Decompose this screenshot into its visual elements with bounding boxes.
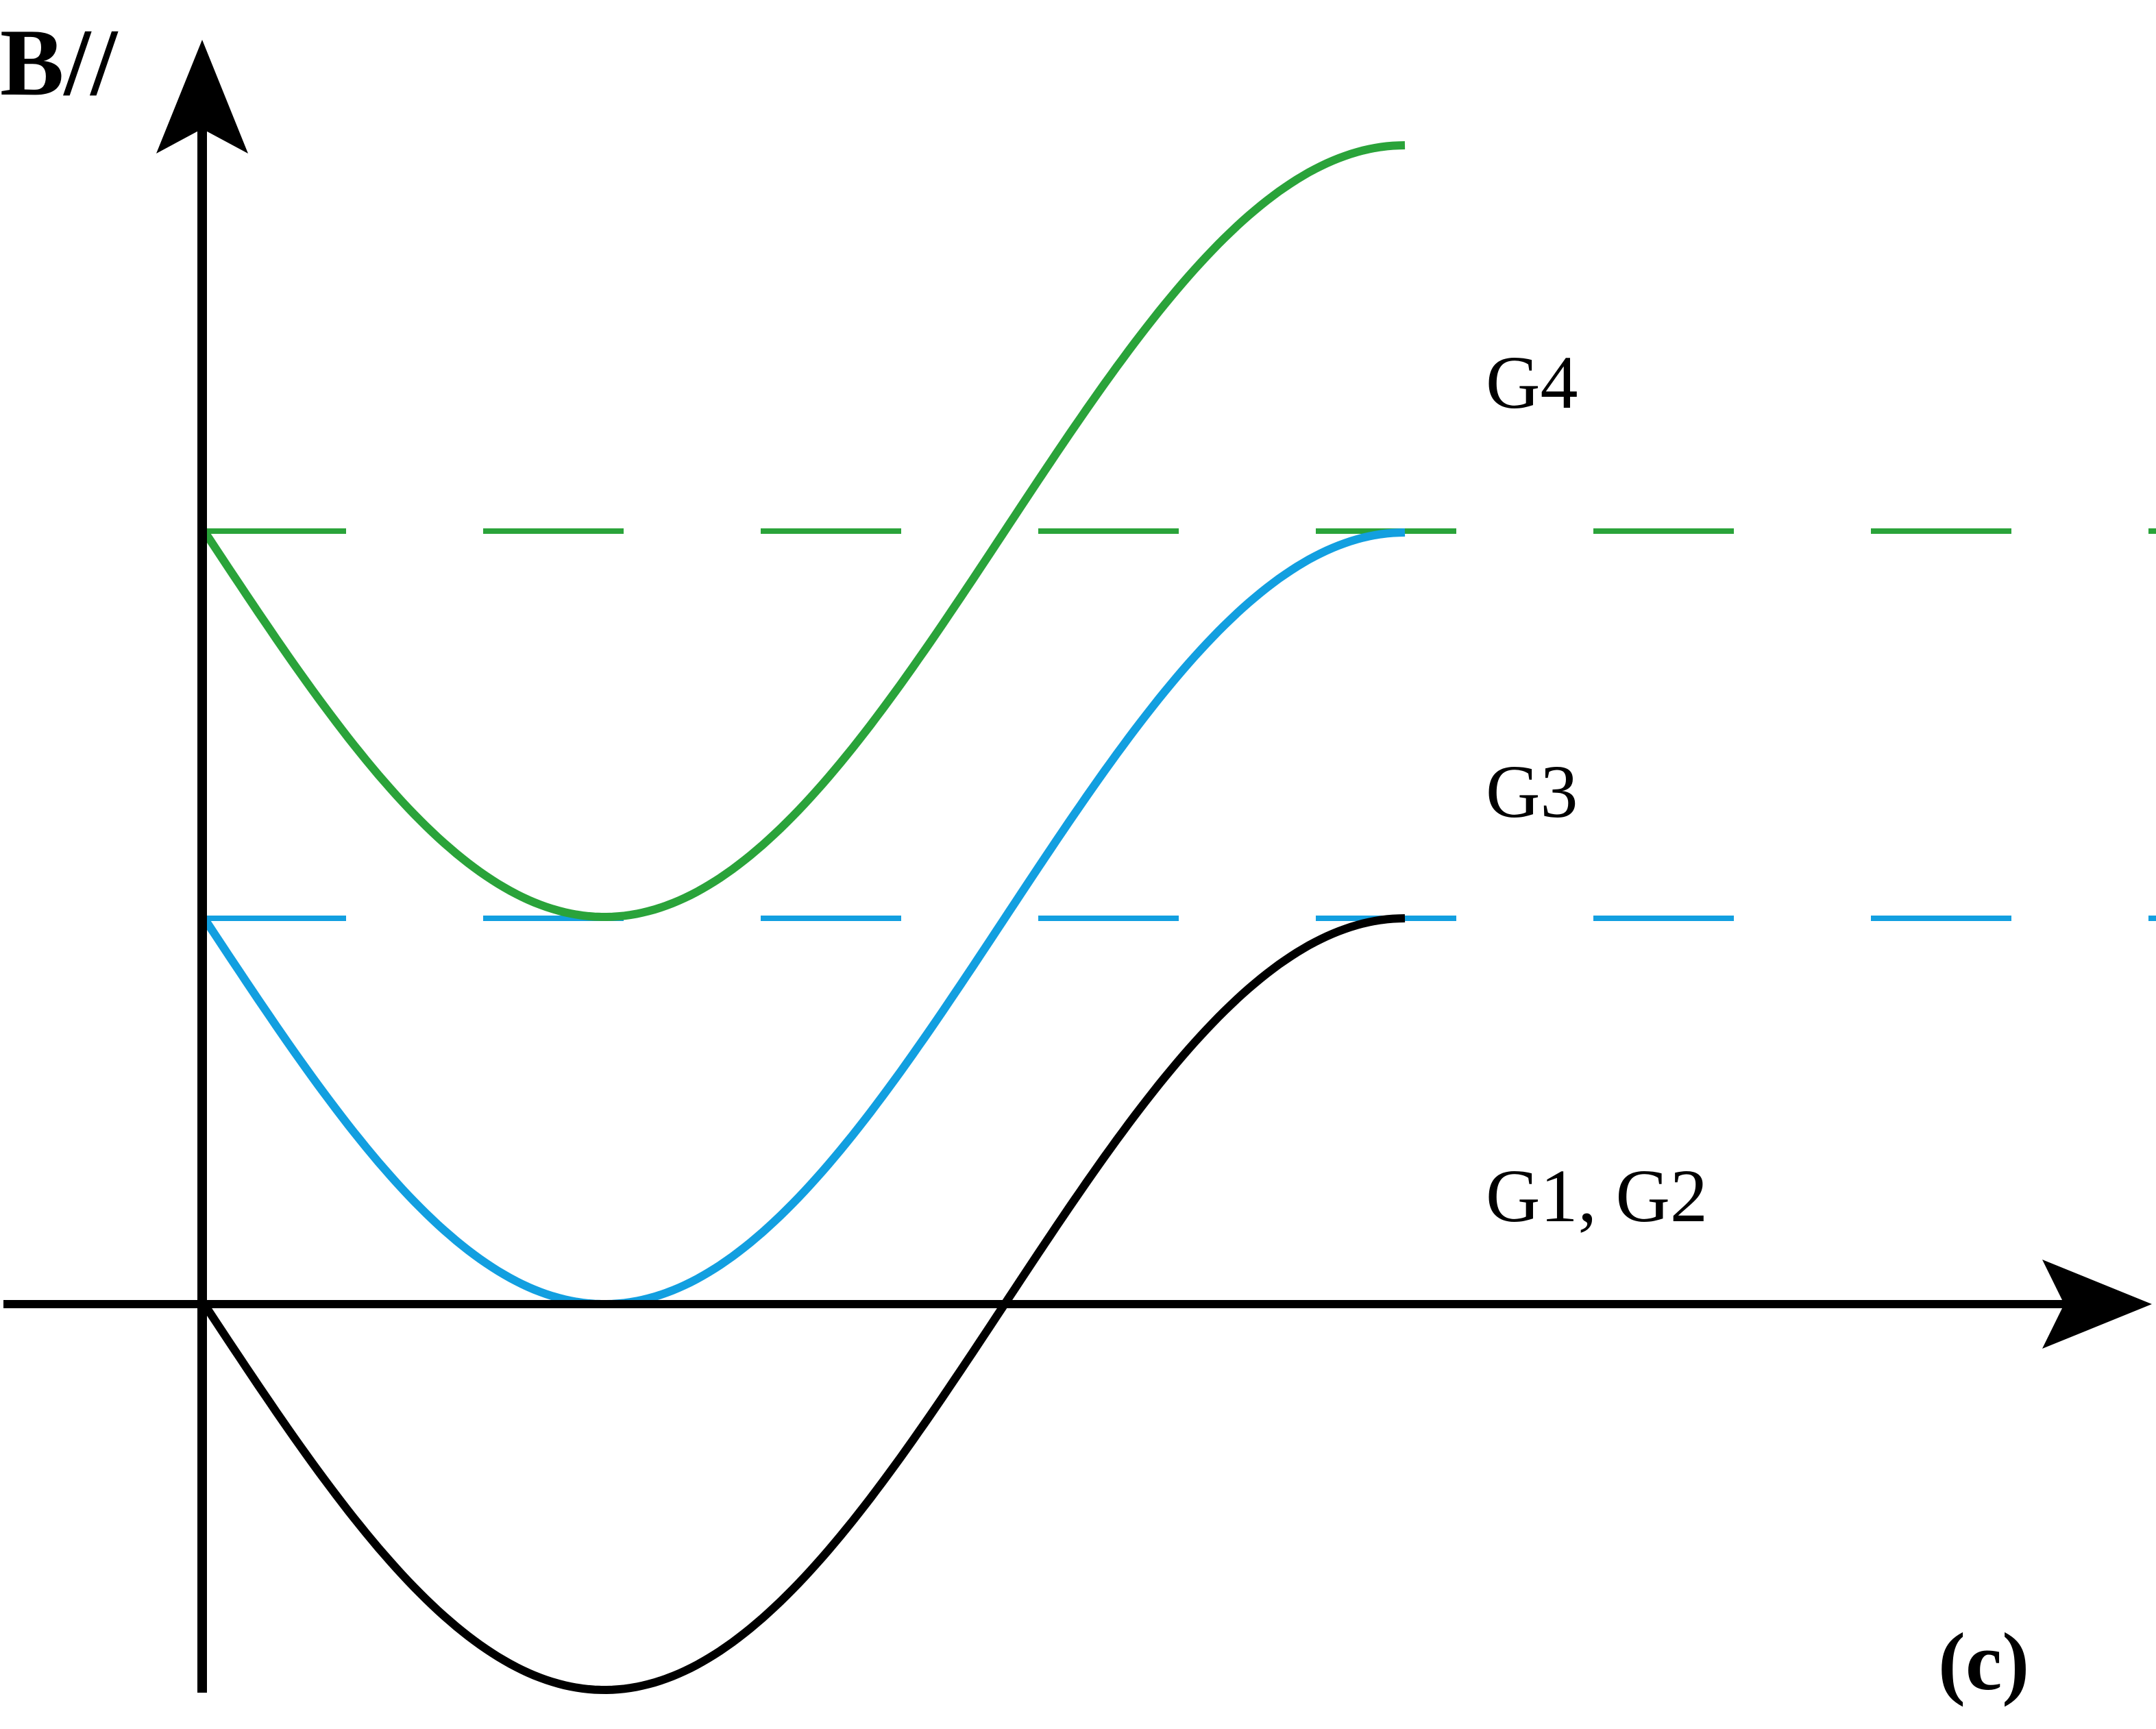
curve-g3 [200, 528, 1406, 1309]
g3-label: G3 [1486, 750, 1578, 833]
x-axis-arrowhead [2042, 1260, 2152, 1349]
y-axis-label: B// [0, 10, 119, 116]
y-axis-arrowhead [156, 40, 248, 154]
curve-g4 [200, 141, 1406, 922]
panel-label: (c) [1938, 1616, 2029, 1707]
g4-label: G4 [1486, 341, 1578, 424]
curve-g1-g2 [200, 914, 1406, 1695]
g1-g2-label: G1, G2 [1486, 1154, 1708, 1238]
